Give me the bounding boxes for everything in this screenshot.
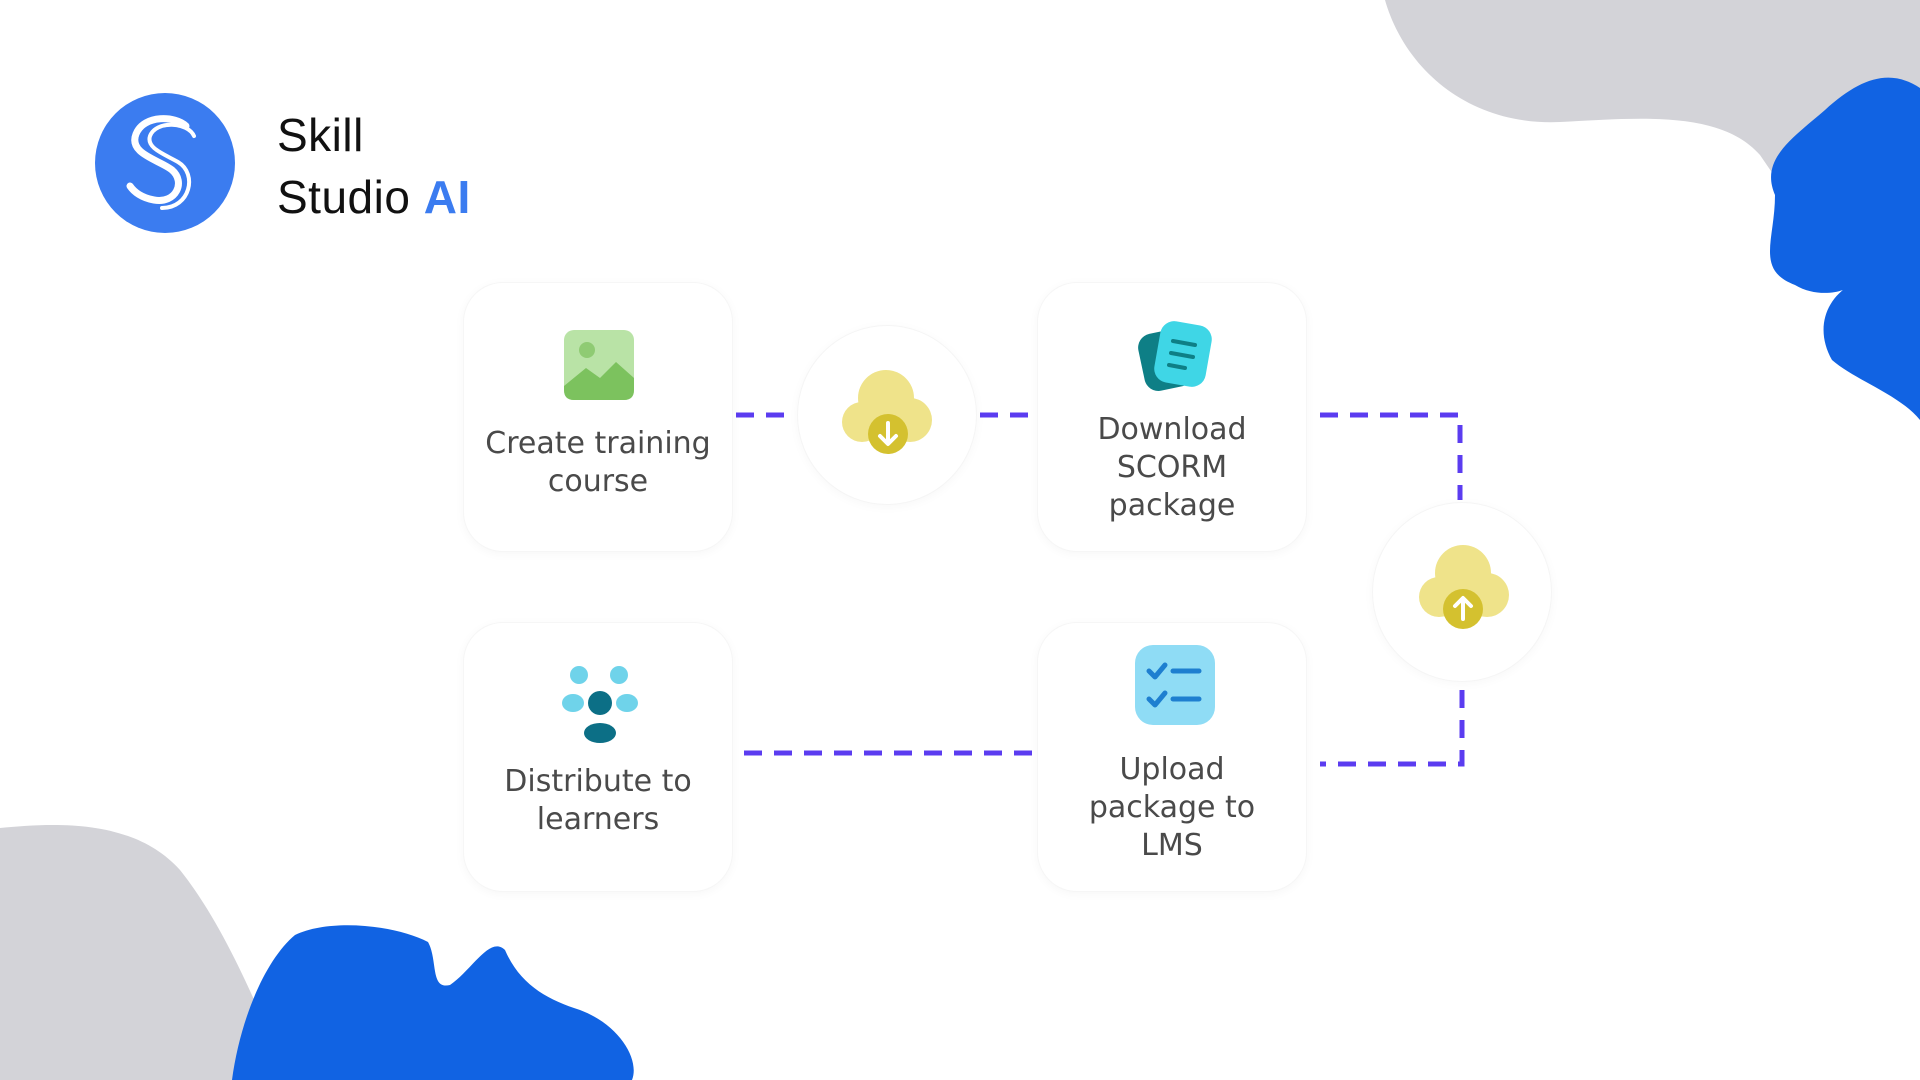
download-transfer-node bbox=[797, 325, 977, 505]
step-card-upload-lms: Upload package to LMS bbox=[1037, 622, 1307, 892]
top-right-gray-blob bbox=[1385, 0, 1920, 330]
bottom-left-gray-blob bbox=[0, 824, 285, 1080]
right-blue-blob bbox=[1770, 77, 1920, 420]
brand-name: Skill Studio AI bbox=[277, 104, 471, 228]
step-label-download: Download SCORM package bbox=[1097, 412, 1247, 523]
brand-line-1: Skill bbox=[277, 109, 364, 161]
step-card-create-training-course: Create training course bbox=[463, 282, 733, 552]
brand-word-ai: AI bbox=[423, 171, 471, 223]
cloud-upload-icon bbox=[1419, 545, 1509, 629]
users-icon bbox=[562, 666, 638, 743]
connector-download-to-upload-cloud bbox=[1320, 412, 1463, 500]
checklist-icon bbox=[1135, 645, 1215, 725]
step-card-distribute-learners: Distribute to learners bbox=[463, 622, 733, 892]
connector-upload-cloud-to-upload bbox=[1320, 690, 1465, 767]
bottom-left-blue-blob bbox=[232, 925, 634, 1080]
step-label-create: Create training course bbox=[485, 426, 711, 499]
skill-studio-logo bbox=[95, 93, 235, 233]
brand-line-2: Studio AI bbox=[277, 166, 471, 228]
image-icon bbox=[564, 330, 634, 400]
document-stack-icon bbox=[1138, 321, 1212, 391]
step-card-download-scorm: Download SCORM package bbox=[1037, 282, 1307, 552]
step-label-distribute: Distribute to learners bbox=[504, 764, 692, 837]
cloud-download-icon bbox=[842, 370, 932, 454]
step-label-upload: Upload package to LMS bbox=[1088, 752, 1256, 863]
brand-word-studio: Studio bbox=[277, 171, 411, 223]
upload-transfer-node bbox=[1372, 502, 1552, 682]
